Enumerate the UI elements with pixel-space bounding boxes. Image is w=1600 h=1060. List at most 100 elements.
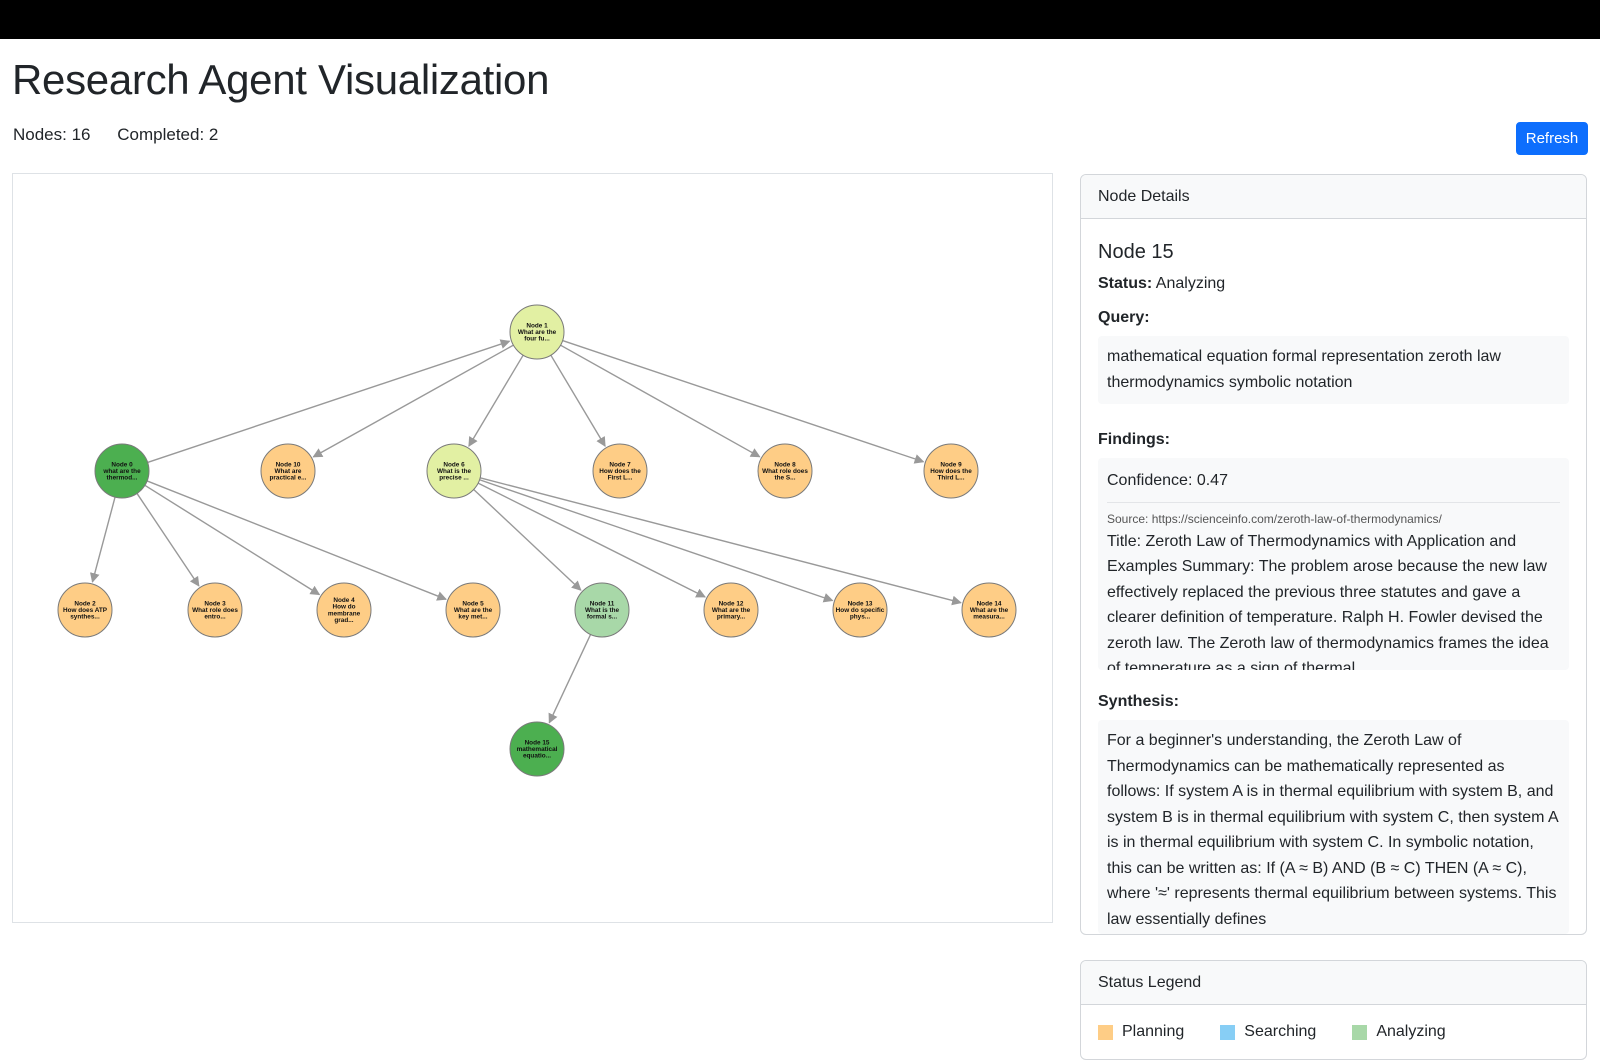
node-label: equatio... [523,753,551,760]
legend-item-planning: Planning [1098,1023,1184,1041]
node-label: grad... [334,617,353,624]
node-label: What are [275,468,302,475]
node-label: Node 1 [526,322,548,329]
query-label: Query: [1098,309,1150,326]
legend-item-searching: Searching [1220,1023,1316,1041]
findings-divider [1107,501,1560,503]
node-circle[interactable] [445,582,501,638]
refresh-button[interactable]: Refresh [1516,122,1588,155]
node-label: mathematical [517,746,558,753]
node-details-header: Node Details [1081,175,1586,219]
analyzing-swatch [1352,1024,1368,1040]
status-row: Status: Analyzing [1098,274,1569,294]
edge-6-12 [477,482,706,598]
node-circle[interactable] [57,582,113,638]
node-label: Node 14 [977,600,1002,607]
node-label: entro... [204,614,226,621]
node-label: What are the [970,607,1009,614]
node-details-card: Node Details Node 15 Status: Analyzing Q… [1080,174,1587,935]
edge-1-8 [560,344,761,458]
legend-label-searching: Searching [1244,1023,1317,1040]
synthesis-text[interactable]: For a beginner's understanding, the Zero… [1098,720,1569,934]
node-label: Third L... [938,475,965,482]
graph-node-15[interactable]: Node 15mathematicalequatio... [509,721,565,777]
node-label: formal s... [587,614,617,621]
legend-label-planning: Planning [1122,1023,1185,1040]
node-label: precise ... [439,475,469,482]
findings-panel[interactable]: Confidence: 0.47 Source: https://science… [1098,458,1569,670]
node-label: What role does [192,607,238,614]
node-label: thermod... [107,475,138,482]
findings-text: Title: Zeroth Law of Thermodynamics with… [1107,532,1549,671]
node-circle[interactable] [426,443,482,499]
edge-1-10 [312,344,514,458]
node-label: synthes... [70,614,100,621]
node-circle[interactable] [592,443,648,499]
edge-0-5 [146,480,447,601]
node-label: How does the [930,468,972,475]
node-circle[interactable] [509,721,565,777]
node-circle[interactable] [832,582,888,638]
legend-items: Planning Searching Analyzing [1081,1005,1586,1059]
node-label: Node 12 [719,600,744,607]
node-circle[interactable] [509,304,565,360]
node-label: Node 11 [590,600,615,607]
node-circle[interactable] [961,582,1017,638]
node-label: primary... [717,614,746,621]
node-label: phys... [850,614,870,621]
node-circle[interactable] [923,443,979,499]
status-label: Status: [1098,275,1153,292]
edge-0-4 [144,484,321,596]
stats-bar: Nodes: 16 Completed: 2 [13,125,240,145]
status-legend-card: Status Legend Planning Searching Analyzi… [1080,960,1587,1060]
node-circle[interactable] [94,443,150,499]
legend-item-analyzing: Analyzing [1352,1023,1446,1041]
node-label: Node 9 [940,461,962,468]
page-title: Research Agent Visualization [12,56,550,103]
node-circle[interactable] [574,582,630,638]
node-label: How does the [599,468,641,475]
node-label: what are the [102,468,141,475]
node-label: Node 5 [462,600,484,607]
node-label: measura... [973,614,1005,621]
node-label: How does ATP [63,607,108,614]
status-legend-header: Status Legend [1081,961,1586,1005]
edge-0-3 [136,493,200,587]
node-circle[interactable] [316,582,372,638]
status-value: Analyzing [1155,275,1226,292]
edge-6-11 [473,488,582,591]
edge-0-1 [147,339,511,464]
node-label: What are the [712,607,751,614]
synthesis-label: Synthesis: [1098,693,1179,710]
node-circle[interactable] [260,443,316,499]
node-label: membrane [328,610,361,617]
node-label: How do [332,604,355,611]
node-circle[interactable] [703,582,759,638]
node-circle[interactable] [757,443,813,499]
searching-swatch [1220,1024,1236,1040]
node-label: four fu... [524,336,550,343]
node-label: Node 8 [774,461,796,468]
edge-1-9 [562,339,925,464]
node-label: Node 13 [848,600,873,607]
node-circle[interactable] [187,582,243,638]
node-count: Nodes: 16 [13,125,91,144]
